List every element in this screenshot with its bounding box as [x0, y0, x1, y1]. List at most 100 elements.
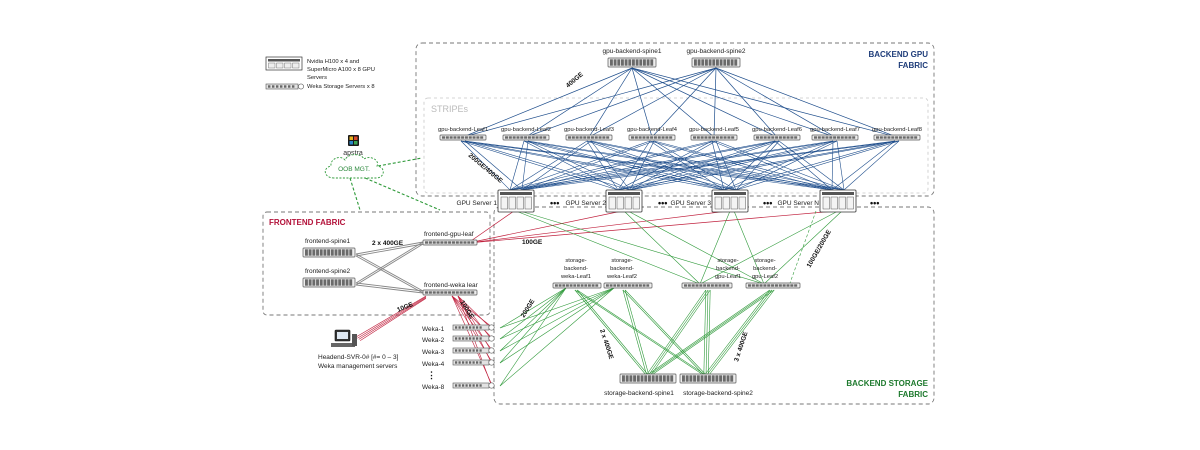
weka-server-label: Weka-3 — [422, 349, 445, 356]
storage-weka-leaf1-switch — [552, 282, 602, 289]
gpu-storage-link — [789, 210, 817, 284]
oob-link — [349, 177, 361, 211]
leaf-server-link — [460, 140, 725, 191]
leaf-server-link — [509, 140, 776, 191]
spine-leaf-link — [462, 67, 717, 138]
backend-storage-fabric-title: BACKEND STORAGE — [846, 379, 928, 388]
leaf-server-link — [649, 140, 725, 191]
leaf-server-link — [617, 140, 776, 191]
spine-leaf-link — [631, 67, 898, 138]
gpu-server — [711, 189, 749, 213]
weka-storage-link — [499, 287, 615, 340]
gpu-storage-link — [627, 210, 765, 285]
storage-gpu-leaf1-switch — [681, 282, 733, 289]
weka-storage-link — [499, 287, 567, 340]
gpu-server — [605, 189, 643, 213]
speed-spine-leaf: 400GE — [565, 71, 586, 90]
storage-leaf-spine-link — [705, 289, 773, 377]
backend-gpu-fabric-title: BACKEND GPU — [868, 50, 928, 59]
speed-gpu-storage: 100GE/200GE — [806, 228, 834, 269]
storage-fabric-links — [499, 210, 843, 387]
spine-leaf-link — [462, 67, 633, 138]
weka-server-label: Weka-4 — [422, 361, 445, 368]
legend-gpu-line-3: Servers — [307, 75, 327, 81]
storage-leaf-spine-link — [574, 289, 706, 377]
weka-server-label: Weka-2 — [422, 337, 445, 344]
frontend-gpu-leaf-switch — [422, 239, 478, 246]
gpu-server — [819, 189, 857, 213]
speed-leaf-server: 200GE/400GE — [467, 152, 504, 185]
frontend-fabric-links — [355, 210, 837, 388]
storage-gpu-leaf1-label: gpu-Leaf1 — [715, 274, 741, 280]
leaf-server-link — [735, 140, 900, 191]
storage-leaf-spine-link — [576, 289, 650, 377]
frontend-spine2-switch — [302, 277, 356, 288]
gpu-storage-link — [733, 210, 765, 285]
gpu-leaf-switch — [811, 134, 859, 141]
gpu-storage-link — [699, 210, 731, 285]
weka-storage-link — [499, 287, 615, 329]
gpu-leaf-switch — [439, 134, 487, 141]
weka-storage-link — [499, 287, 567, 387]
leaf-server-link — [831, 140, 896, 191]
headend-link — [360, 298, 427, 341]
spine-leaf-link — [715, 67, 836, 138]
storage-leaf-spine-link — [624, 289, 650, 377]
leaf-server-link — [831, 140, 834, 191]
leaf-server-link — [523, 140, 725, 191]
speed-frontend-spine-leaf: 2 x 400GE — [372, 240, 404, 247]
headend-link — [358, 297, 427, 340]
frontend-spine-link — [355, 241, 424, 255]
apstra-logo-icon — [348, 135, 359, 146]
storage-gpu-leaf1-label: storage- — [717, 258, 738, 264]
spine-leaf-link — [631, 67, 836, 138]
gpu-spine2-label: gpu-backend-spine2 — [687, 48, 746, 55]
leaf-server-link — [590, 140, 737, 191]
oob-link — [377, 157, 423, 167]
gpu-leaf-label: gpu-backend-Leaf7 — [810, 127, 860, 133]
frontend-gpu-link — [467, 210, 623, 244]
headend-workstation-icon — [331, 329, 357, 347]
storage-leaf-spine-link — [703, 289, 707, 377]
frontend-spine-link — [355, 241, 424, 284]
weka-storage-link — [499, 287, 567, 329]
storage-weka-leaf2-label: weka-Leaf2 — [606, 274, 637, 280]
leaf-server-link — [464, 140, 631, 191]
gpu-server-dots: ••• — [658, 198, 667, 208]
headend-link — [355, 295, 427, 338]
storage-leaf-spine-link — [703, 289, 771, 377]
weka-ellipsis: ⋮ — [427, 370, 436, 380]
speed-storage-weka-spine: 2 x 400GE — [598, 328, 614, 360]
leaf-server-link — [464, 140, 523, 191]
storage-spine1-switch — [619, 373, 677, 384]
gpu-spine1-label: gpu-backend-spine1 — [603, 48, 662, 55]
frontend-gpu-link — [467, 210, 515, 244]
gpu-storage-link — [515, 210, 701, 285]
backend-gpu-fabric-title-2: FABRIC — [898, 61, 928, 70]
gpu-server-label: GPU Server 3 — [671, 200, 712, 207]
gpu-leaf-switch — [565, 134, 613, 141]
leaf-server-link — [723, 140, 896, 191]
frontend-spine-link — [355, 255, 424, 294]
frontend-spine-link — [355, 284, 424, 294]
leaf-server-link — [653, 140, 737, 191]
storage-leaf-spine-link — [624, 289, 708, 377]
gpu-leaf-label: gpu-backend-Leaf6 — [752, 127, 802, 133]
frontend-spine1-label: frontend-spine1 — [305, 238, 351, 245]
spine-leaf-link — [631, 67, 778, 138]
gpu-leaf-switch — [753, 134, 801, 141]
storage-gpu-leaf2-switch — [745, 282, 801, 289]
leaf-server-link — [617, 140, 651, 191]
weka-frontend-link — [457, 295, 493, 353]
storage-leaf-spine-link — [622, 289, 706, 377]
leaf-server-link — [629, 140, 900, 191]
leaf-server-link — [460, 140, 619, 191]
weka-storage-link — [499, 287, 615, 387]
gpu-leaf-label: gpu-backend-Leaf2 — [501, 127, 551, 133]
gpu-leaf-switch — [873, 134, 921, 141]
weka-server — [452, 359, 495, 366]
storage-gpu-leaf2-label: storage- — [754, 258, 775, 264]
leaf-server-link — [509, 140, 834, 191]
storage-spine1-label: storage-backend-spine1 — [604, 390, 674, 397]
frontend-fabric-box — [262, 211, 491, 316]
